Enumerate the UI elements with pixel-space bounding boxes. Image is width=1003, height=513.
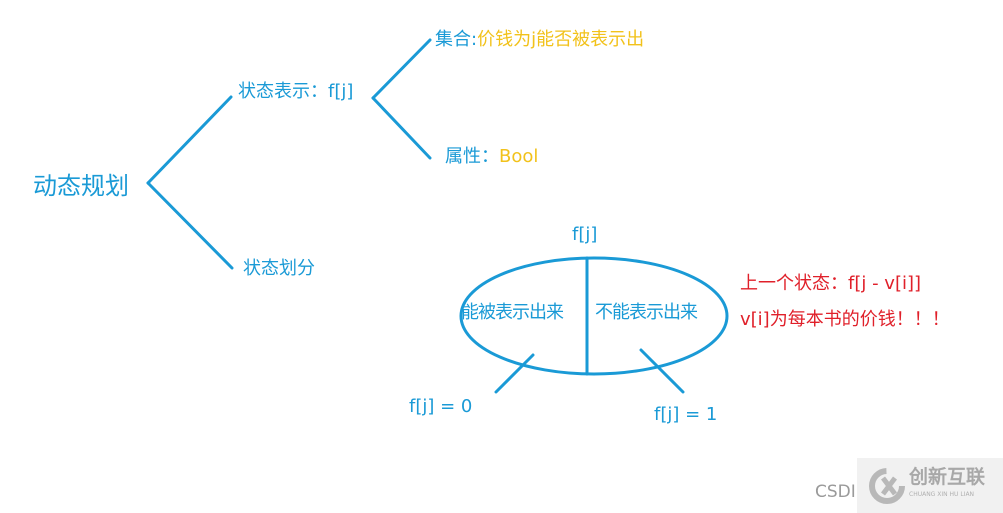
note-formula: f[j - v[i]] bbox=[848, 273, 922, 294]
right-result: f[j] = 1 bbox=[654, 404, 718, 425]
edge-right-result bbox=[639, 348, 685, 394]
attribute-label: 属性： bbox=[445, 146, 499, 167]
state-symbol: f[j] bbox=[328, 81, 354, 102]
csdn-watermark: CSDI bbox=[815, 482, 856, 502]
partition-left: 能被表示出来 bbox=[461, 302, 564, 323]
partition-right: 不能表示出来 bbox=[595, 302, 698, 323]
edge-state-set bbox=[371, 38, 432, 100]
edge-left-result bbox=[494, 353, 535, 394]
partition-ellipse bbox=[459, 256, 729, 376]
note-label: 上一个状态： bbox=[740, 273, 848, 294]
note-previous-state: 上一个状态：f[j - v[i]] bbox=[740, 275, 921, 293]
state-label: 状态表示： bbox=[238, 81, 328, 102]
set-value: 价钱为j能否被表示出 bbox=[477, 29, 645, 50]
root-node: 动态规划 bbox=[33, 172, 129, 200]
state-partition-node: 状态划分 bbox=[243, 258, 315, 279]
set-label: 集合: bbox=[435, 29, 478, 50]
brand-name: 创新互联 bbox=[909, 466, 986, 488]
edge-state-attribute bbox=[371, 96, 432, 160]
brand-watermark: 创新互联 CHUANG XIN HU LIAN bbox=[857, 458, 1003, 513]
state-representation-node: 状态表示：f[j] bbox=[238, 83, 353, 101]
left-result: f[j] = 0 bbox=[409, 396, 473, 417]
set-node: 集合:价钱为j能否被表示出 bbox=[435, 31, 644, 49]
attribute-node: 属性：Bool bbox=[445, 148, 538, 166]
attribute-value: Bool bbox=[499, 146, 539, 167]
edge-root-state bbox=[146, 95, 233, 185]
note-price: v[i]为每本书的价钱！！！ bbox=[740, 309, 950, 330]
partition-top-label: f[j] bbox=[572, 224, 598, 245]
brand-logo-icon bbox=[869, 468, 905, 504]
edge-root-partition bbox=[146, 181, 234, 270]
brand-pinyin: CHUANG XIN HU LIAN bbox=[909, 491, 975, 498]
